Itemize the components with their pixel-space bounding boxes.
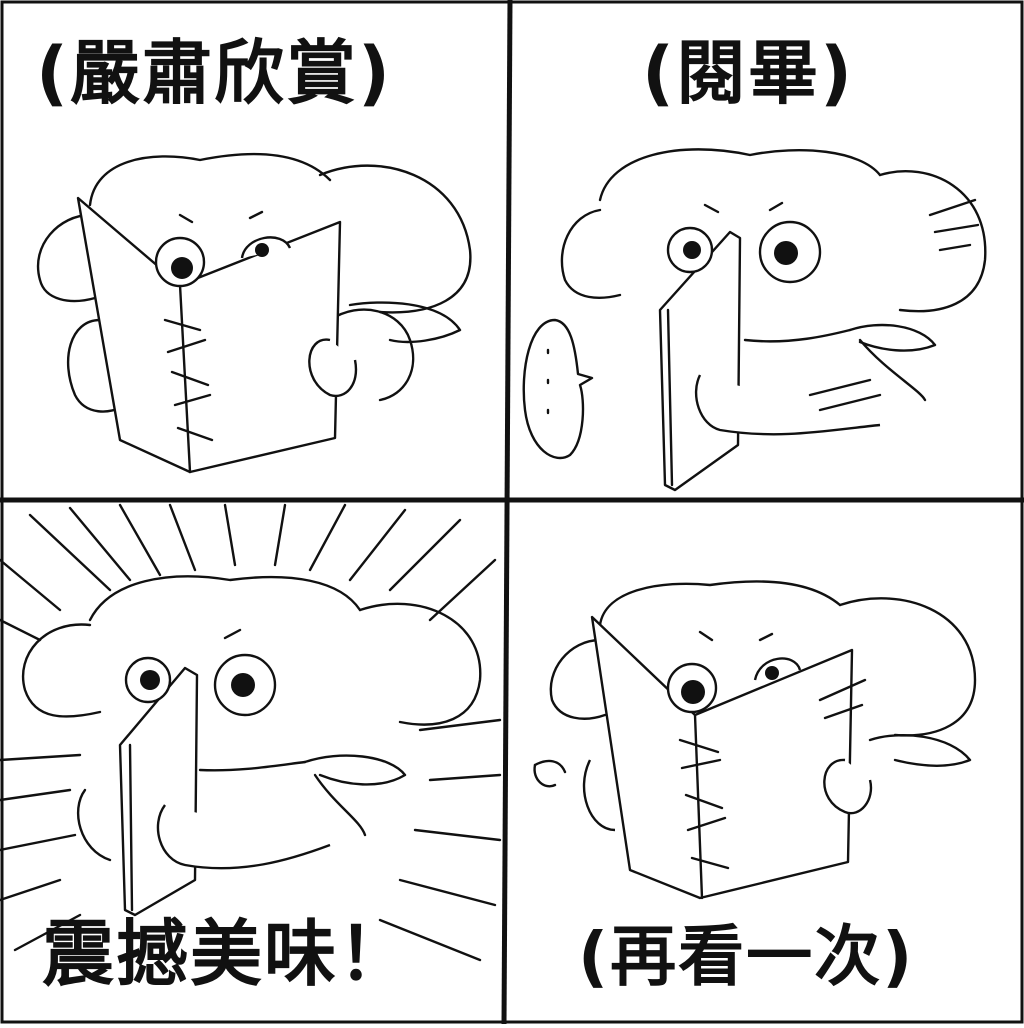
panel-2-caption: (閱畢) [642,32,854,114]
panel-1-caption: (嚴肅欣賞) [36,32,392,114]
panel-2-art [522,148,987,492]
panel-1-art [37,152,472,474]
panel-4-caption: (再看一次) [578,918,915,995]
panel-4-art [533,580,977,900]
panel-3-art [0,503,502,962]
radiating-lines [0,503,502,962]
panel-3-caption: 震撼美味！ [42,912,413,996]
